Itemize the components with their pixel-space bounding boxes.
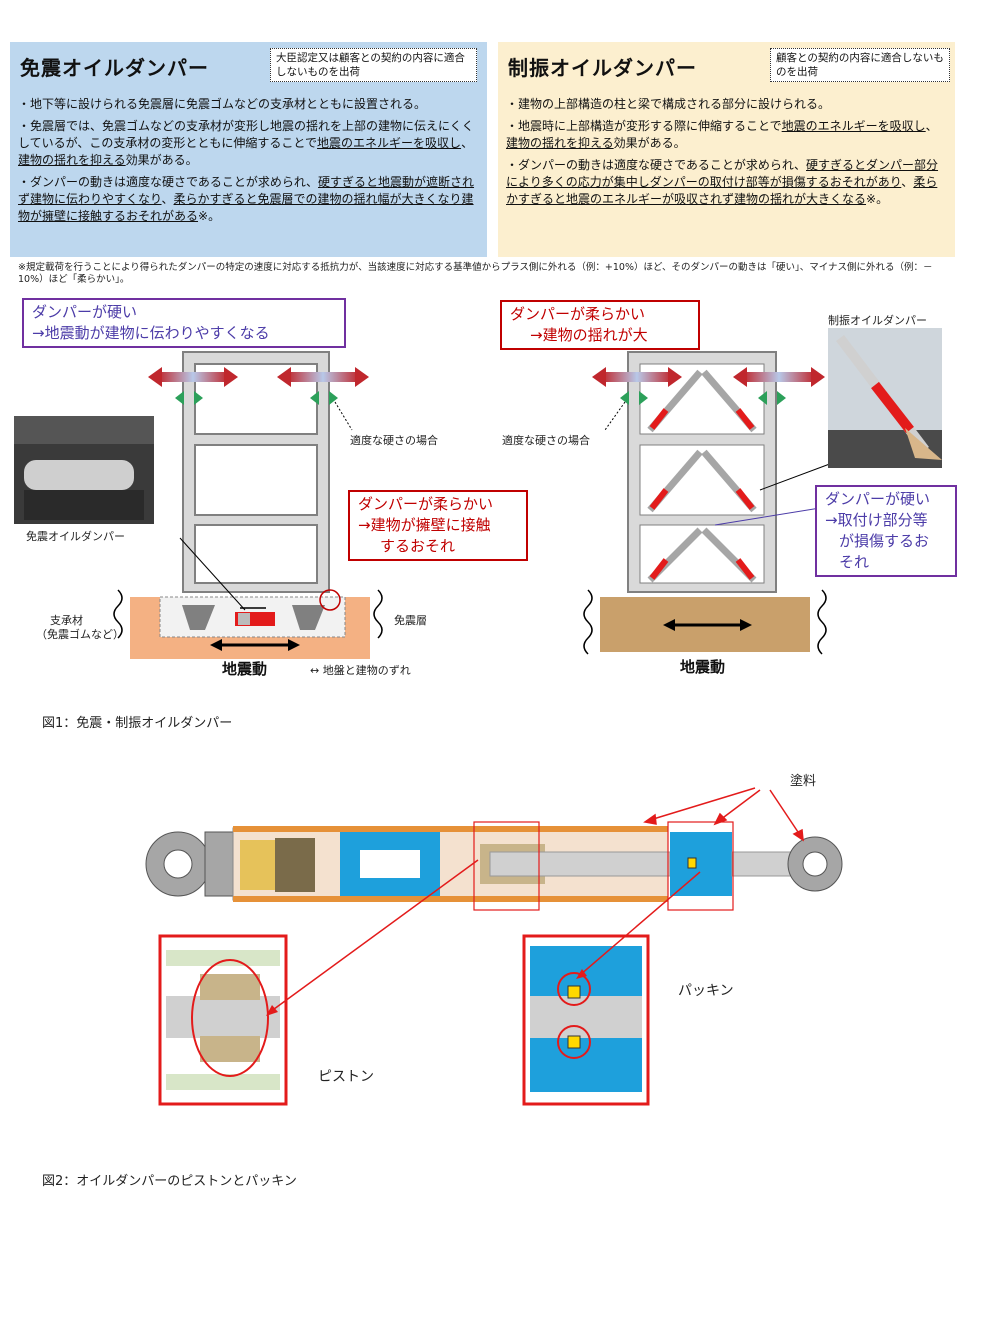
callout-line: ダンパーが硬い bbox=[32, 303, 138, 321]
vibration-control-note: 顧客との契約の内容に適合しないものを出荷 bbox=[770, 48, 950, 82]
label-ground-motion-left: 地震動 bbox=[222, 660, 268, 678]
label-isolation-layer: 免震層 bbox=[394, 614, 427, 627]
label-isolation-damper-photo: 免震オイルダンパー bbox=[26, 530, 125, 543]
label-ground-building-displacement: ↔ 地盤と建物のずれ bbox=[310, 664, 411, 677]
callout-soft-isolation: ダンパーが柔らかい →建物が擁壁に接触 するおそれ bbox=[348, 490, 528, 561]
bullet-underline: 硬すぎるとダンパー部分により多くの応力が集中しダンパーの取付け部等が損傷するおそ… bbox=[506, 158, 939, 189]
vibration-building bbox=[583, 351, 827, 655]
vibration-control-bullets: ・建物の上部構造の柱と梁で構成される部分に設けられる。 ・地震時に上部構造が変形… bbox=[506, 96, 949, 213]
bullet-text: 、 bbox=[461, 136, 474, 150]
callout-hard-vibration: ダンパーが硬い →取付け部分等 が損傷するお それ bbox=[815, 485, 957, 577]
figure1-caption: 図1：免震・制振オイルダンパー bbox=[42, 716, 233, 731]
callout-line: するおそれ bbox=[380, 537, 456, 555]
bullet-text: 効果がある。 bbox=[125, 153, 198, 167]
bullet-underline: 柔らかすぎると地震のエネルギーが吸収されず建物の揺れが大きくなる bbox=[506, 175, 938, 206]
label-bearing-sub: （免震ゴムなど） bbox=[36, 628, 124, 641]
bullet-underline: 柔らかすぎると免震層での建物の揺れ幅が大きくなり建物が擁壁に接触するおそれがある bbox=[18, 192, 474, 223]
label-moderate-right: 適度な硬さの場合 bbox=[502, 434, 590, 447]
label-ground-motion-right: 地震動 bbox=[680, 658, 726, 676]
footnote: ※規定載荷を行うことにより得られたダンパーの特定の速度に対応する抵抗力が、当該速… bbox=[18, 262, 933, 285]
seismic-isolation-note: 大臣認定又は顧客との契約の内容に適合しないものを出荷 bbox=[270, 48, 477, 82]
callout-line: ダンパーが硬い bbox=[825, 490, 931, 508]
piston-zoom bbox=[158, 859, 479, 1106]
seismic-isolation-panel: 免震オイルダンパー 大臣認定又は顧客との契約の内容に適合しないものを出荷 ・地下… bbox=[10, 42, 487, 257]
label-bearing: 支承材 bbox=[50, 614, 83, 627]
bullet-text: 効果がある。 bbox=[613, 136, 686, 150]
isolation-top-arrows bbox=[148, 367, 369, 611]
damper-cross-section bbox=[145, 821, 843, 911]
bullet-text: ・ダンパーの動きは適度な硬さであることが求められ、 bbox=[18, 175, 319, 189]
bullet-3: ・ダンパーの動きは適度な硬さであることが求められ、硬すぎると地震動が遮断されず建… bbox=[18, 174, 481, 225]
callout-hard-isolation: ダンパーが硬い →地震動が建物に伝わりやすくなる bbox=[22, 298, 346, 348]
label-paint: 塗料 bbox=[790, 774, 817, 789]
callout-soft-vibration: ダンパーが柔らかい →建物の揺れが大 bbox=[500, 300, 700, 350]
isolation-damper-photo bbox=[14, 416, 154, 524]
bullet-2: ・地震時に上部構造が変形する際に伸縮することで地震のエネルギーを吸収し、建物の揺… bbox=[506, 118, 949, 152]
bullet-text: ・ダンパーの動きは適度な硬さであることが求められ、 bbox=[506, 158, 807, 172]
paint-arrows bbox=[643, 787, 804, 842]
isolation-layer bbox=[113, 589, 383, 659]
vibration-control-panel: 制振オイルダンパー 顧客との契約の内容に適合しないものを出荷 ・建物の上部構造の… bbox=[498, 42, 955, 257]
bullet-text: ・免震層では、免震ゴムなどの支承材が変形し地震の揺れを上部の建物に伝えにくくして… bbox=[18, 119, 474, 150]
figure1-drawing bbox=[14, 328, 942, 659]
label-moderate-left: 適度な硬さの場合 bbox=[350, 434, 438, 447]
bullet-1: ・建物の上部構造の柱と梁で構成される部分に設けられる。 bbox=[506, 97, 831, 111]
bullet-text: 、 bbox=[925, 119, 938, 133]
packing-zoom bbox=[522, 871, 701, 1106]
vibration-top-arrows bbox=[592, 367, 836, 526]
callout-line: →取付け部分等 bbox=[825, 511, 928, 529]
bullet-3: ・ダンパーの動きは適度な硬さであることが求められ、硬すぎるとダンパー部分により多… bbox=[506, 157, 949, 208]
bullet-2: ・免震層では、免震ゴムなどの支承材が変形し地震の揺れを上部の建物に伝えにくくして… bbox=[18, 118, 481, 169]
bullet-text: 、 bbox=[901, 175, 914, 189]
figure2-drawing bbox=[145, 787, 843, 1106]
bullet-underline: 建物の揺れを抑える bbox=[18, 153, 126, 167]
seismic-isolation-title: 免震オイルダンパー bbox=[20, 56, 209, 80]
callout-line: ダンパーが柔らかい bbox=[358, 495, 494, 513]
bullet-underline: 建物の揺れを抑える bbox=[506, 136, 614, 150]
vibration-damper-photo bbox=[828, 328, 942, 468]
bullet-underline: 硬すぎると地震動が遮断されず建物に伝わりやすくなり bbox=[18, 175, 475, 206]
callout-line: ダンパーが柔らかい bbox=[510, 305, 646, 323]
bullet-text: ※。 bbox=[198, 209, 221, 223]
vibration-control-title: 制振オイルダンパー bbox=[508, 56, 697, 80]
callout-line: が損傷するお bbox=[839, 532, 930, 550]
bullet-text: 、 bbox=[161, 192, 174, 206]
callout-line: それ bbox=[839, 553, 870, 571]
callout-line: →地震動が建物に伝わりやすくなる bbox=[32, 324, 270, 342]
figure2-caption: 図2：オイルダンパーのピストンとパッキン bbox=[42, 1174, 297, 1189]
bullet-underline: 地震のエネルギーを吸収し bbox=[317, 136, 462, 150]
label-piston: ピストン bbox=[318, 1069, 374, 1085]
callout-line: →建物の揺れが大 bbox=[530, 326, 648, 344]
bullet-1: ・地下等に設けられる免震層に免震ゴムなどの支承材とともに設置される。 bbox=[18, 97, 427, 111]
bullet-text: ・地震時に上部構造が変形する際に伸縮することで bbox=[506, 119, 782, 133]
bullet-underline: 地震のエネルギーを吸収し bbox=[781, 119, 926, 133]
label-packing: パッキン bbox=[678, 983, 734, 999]
seismic-isolation-bullets: ・地下等に設けられる免震層に免震ゴムなどの支承材とともに設置される。 ・免震層で… bbox=[18, 96, 481, 230]
isolation-building bbox=[182, 351, 330, 593]
bullet-text: ※。 bbox=[866, 192, 889, 206]
label-vibration-damper-photo: 制振オイルダンパー bbox=[828, 314, 927, 327]
callout-line: →建物が擁壁に接触 bbox=[358, 516, 491, 534]
